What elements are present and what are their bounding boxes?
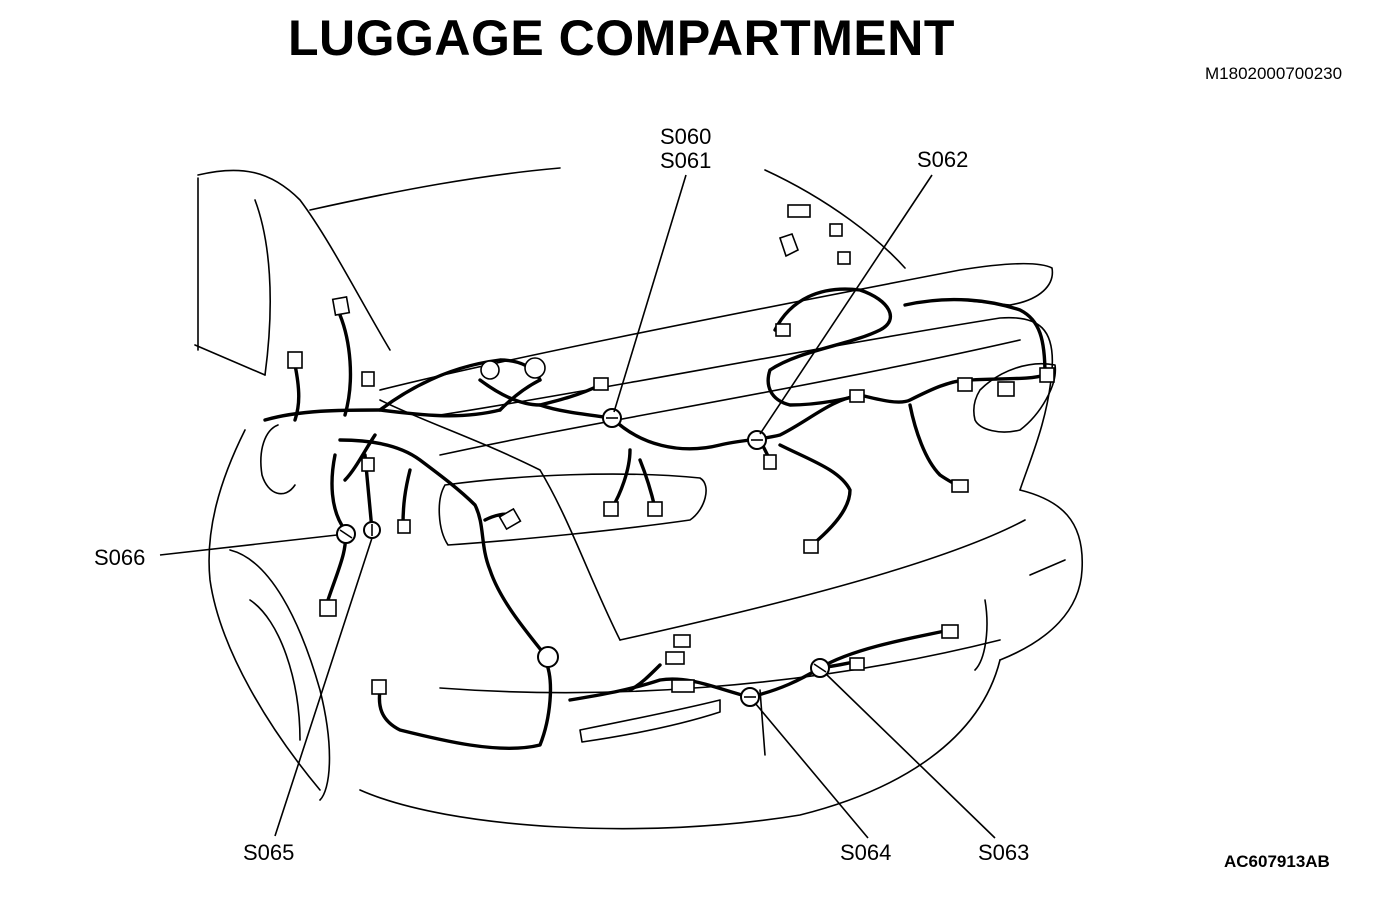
car-body <box>194 167 1083 830</box>
splice-label-s063: S063 <box>978 840 1030 865</box>
page-title: LUGGAGE COMPARTMENT <box>288 10 955 66</box>
leader-lines <box>159 174 996 839</box>
document-id: M1802000700230 <box>1205 64 1343 83</box>
splice-label-s065: S065 <box>243 840 295 865</box>
wiring-harness <box>263 287 1047 750</box>
splice-label-s066: S066 <box>94 545 146 570</box>
splice-label-s061: S061 <box>660 148 712 173</box>
harness-connectors <box>287 204 1055 695</box>
splice-markers <box>336 408 830 707</box>
figure-id: AC607913AB <box>1224 852 1330 871</box>
splice-label-s062: S062 <box>917 147 969 172</box>
splice-label-s060: S060 <box>660 124 712 149</box>
splice-label-s064: S064 <box>840 840 892 865</box>
